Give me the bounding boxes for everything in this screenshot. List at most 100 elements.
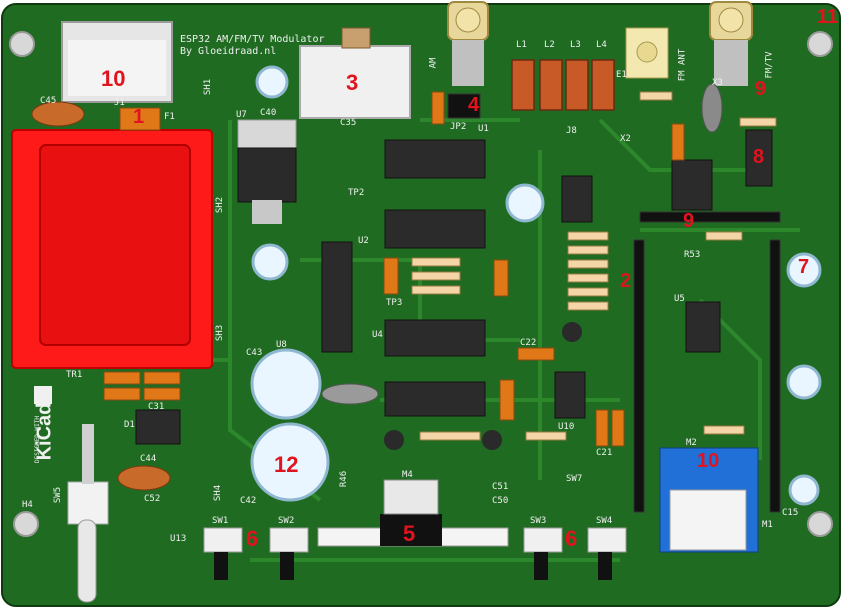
- callout-11: 11: [817, 6, 839, 28]
- label-j8: J8: [566, 126, 577, 136]
- label-m1: M1: [762, 520, 773, 530]
- label-m2: M2: [686, 438, 697, 448]
- slide-switch-housing: [67, 481, 109, 525]
- label-sw2: SW2: [278, 516, 295, 526]
- label-c22: C22: [520, 338, 537, 348]
- label-j1: J1: [114, 98, 125, 108]
- label-fm-tv: FM/TV: [764, 51, 775, 79]
- callout-1: 1: [133, 106, 145, 128]
- label-u8: U8: [276, 340, 287, 350]
- label-c45: C45: [40, 96, 57, 106]
- label-l1: L1: [516, 40, 527, 50]
- callout-12: 12: [274, 452, 299, 477]
- pin-headers: [447, 93, 781, 513]
- ribbon-connector-latch: [380, 514, 442, 546]
- slide-switch-lever: [77, 519, 97, 603]
- ribbon-connector-pins: [383, 479, 439, 515]
- crystal: [321, 383, 379, 405]
- label-l3: L3: [570, 40, 581, 50]
- rca-jack-fm: [709, 1, 753, 86]
- label-sh1: SH1: [203, 78, 214, 96]
- label-sw3: SW3: [530, 516, 547, 526]
- label-u13: U13: [170, 534, 187, 544]
- label-x3: X3: [712, 78, 723, 88]
- label-jp2: JP2: [450, 122, 467, 132]
- label-r46: R46: [339, 470, 350, 488]
- callout-4: 4: [468, 94, 480, 116]
- callout-8: 8: [753, 146, 765, 168]
- label-sh2: SH2: [215, 196, 226, 214]
- label-h4: H4: [22, 500, 33, 510]
- regulator-heatsink: [237, 119, 297, 149]
- smd-components: [103, 91, 685, 447]
- label-c21: C21: [596, 448, 613, 458]
- label-c15: C15: [782, 508, 799, 518]
- callout-10-sd: 10: [697, 450, 720, 472]
- mounting-holes: [9, 31, 833, 537]
- label-sh3: SH3: [215, 324, 226, 342]
- label-u2: U2: [358, 236, 369, 246]
- label-u4: U4: [372, 330, 383, 340]
- callout-6-left: 6: [246, 526, 259, 551]
- sd-card-slot: [669, 489, 747, 551]
- board-author: By Gloeidraad.nl: [180, 46, 277, 57]
- label-l4: L4: [596, 40, 607, 50]
- label-u5: U5: [674, 294, 685, 304]
- label-c31: C31: [148, 402, 165, 412]
- callout-10-top: 10: [101, 66, 126, 91]
- label-fm-ant: FM ANT: [677, 48, 688, 82]
- label-l2: L2: [544, 40, 555, 50]
- label-sw5: SW5: [53, 486, 64, 504]
- label-c52: C52: [144, 494, 161, 504]
- label-u10: U10: [558, 422, 575, 432]
- kicad-logo-mark: [34, 386, 52, 404]
- label-c35: C35: [340, 118, 357, 128]
- callout-5: 5: [403, 521, 416, 546]
- regulator-body: [237, 147, 297, 203]
- label-r53: R53: [684, 250, 701, 260]
- label-am: AM: [428, 57, 439, 69]
- label-m4: M4: [402, 470, 413, 480]
- label-x2: X2: [620, 134, 631, 144]
- label-sw4: SW4: [596, 516, 613, 526]
- regulator-legs: [252, 200, 282, 224]
- label-sw7: SW7: [566, 474, 583, 484]
- label-tp3: TP3: [386, 298, 403, 308]
- crystal-x3: [701, 83, 723, 133]
- label-c42: C42: [240, 496, 257, 506]
- label-e1: E1: [616, 70, 627, 80]
- label-tr1: TR1: [66, 370, 83, 380]
- label-d1: D1: [124, 420, 135, 430]
- resistors: [411, 91, 777, 441]
- label-sh4: SH4: [213, 484, 224, 502]
- rca-jack-am: [447, 1, 489, 86]
- label-c40: C40: [260, 108, 277, 118]
- label-c50: C50: [492, 496, 509, 506]
- usb-connector-body: [68, 40, 166, 96]
- board-title: ESP32 AM/FM/TV Modulator: [180, 34, 325, 45]
- inductors: [511, 59, 615, 111]
- label-f1: F1: [164, 112, 175, 122]
- label-u1: U1: [478, 124, 489, 134]
- callout-6-right: 6: [565, 526, 578, 551]
- label-u7: U7: [236, 110, 247, 120]
- disc-caps: [31, 101, 171, 491]
- label-c44: C44: [140, 454, 157, 464]
- callout-9-top: 9: [755, 78, 767, 100]
- callout-9-header: 9: [683, 210, 695, 232]
- label-c51: C51: [492, 482, 509, 492]
- label-sw1: SW1: [212, 516, 229, 526]
- label-designed-with: DESIGNED WITH: [33, 416, 41, 463]
- electrolytic-caps: [250, 65, 822, 506]
- potentiometer-box: [299, 45, 411, 119]
- potentiometer-knob: [341, 27, 371, 49]
- callout-3: 3: [346, 70, 359, 95]
- dip-ics: [135, 129, 773, 445]
- callout-2: 2: [620, 270, 632, 292]
- transformer-inner: [39, 144, 191, 346]
- transistors: [384, 322, 582, 450]
- trimmer-cap-dial: [636, 41, 658, 63]
- slide-switch-stem: [82, 424, 94, 484]
- label-c43: C43: [246, 348, 263, 358]
